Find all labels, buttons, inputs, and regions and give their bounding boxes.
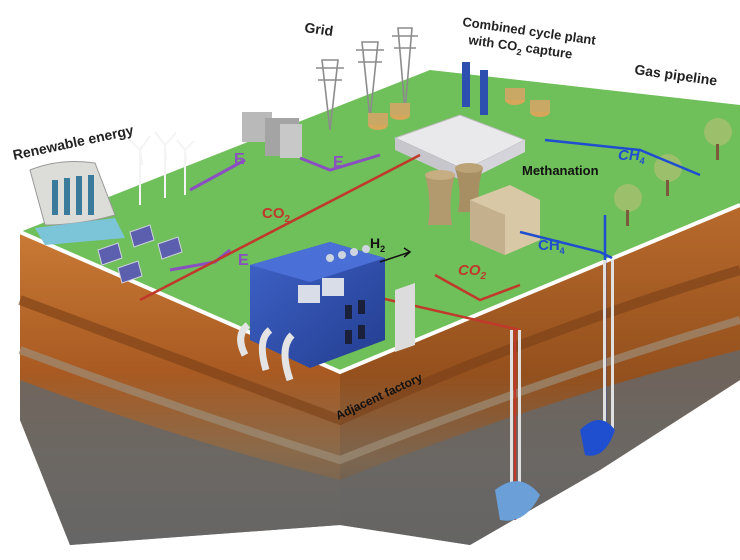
e-label-2: E [333,154,344,171]
rock-layer [20,350,740,545]
adjacent-factory [237,242,415,382]
h2-arrow [379,247,412,263]
hydro-dam [29,161,125,245]
trees [614,118,732,226]
e-label-3: E [238,252,249,269]
co2-label-2: CO2 [458,262,487,282]
grid-label: Grid [304,19,335,39]
ch4-label-1: CH4 [618,147,645,166]
methanation-unit [425,163,540,255]
substation [242,112,302,158]
renewable-energy-label: Renewable energy [11,122,135,163]
co2-label-1: CO2 [262,205,291,225]
storage-label: Storage [498,527,549,559]
storage-tanks [368,88,550,130]
combined-cycle-label-2: with CO2 capture [466,32,573,65]
solar-panels [97,224,183,284]
strata-line [18,316,740,465]
storage-wells [495,260,615,521]
gas-pipeline-label: Gas pipeline [634,61,719,88]
grid-towers [316,27,418,131]
ch4-label-2: CH4 [538,237,565,256]
wind-turbines [127,131,195,205]
strata-line [18,265,740,426]
e-label-1: E [234,151,245,168]
ground-surface [20,70,740,372]
h2-label: H2 [370,235,385,254]
methanation-label: Methanation [522,163,599,178]
